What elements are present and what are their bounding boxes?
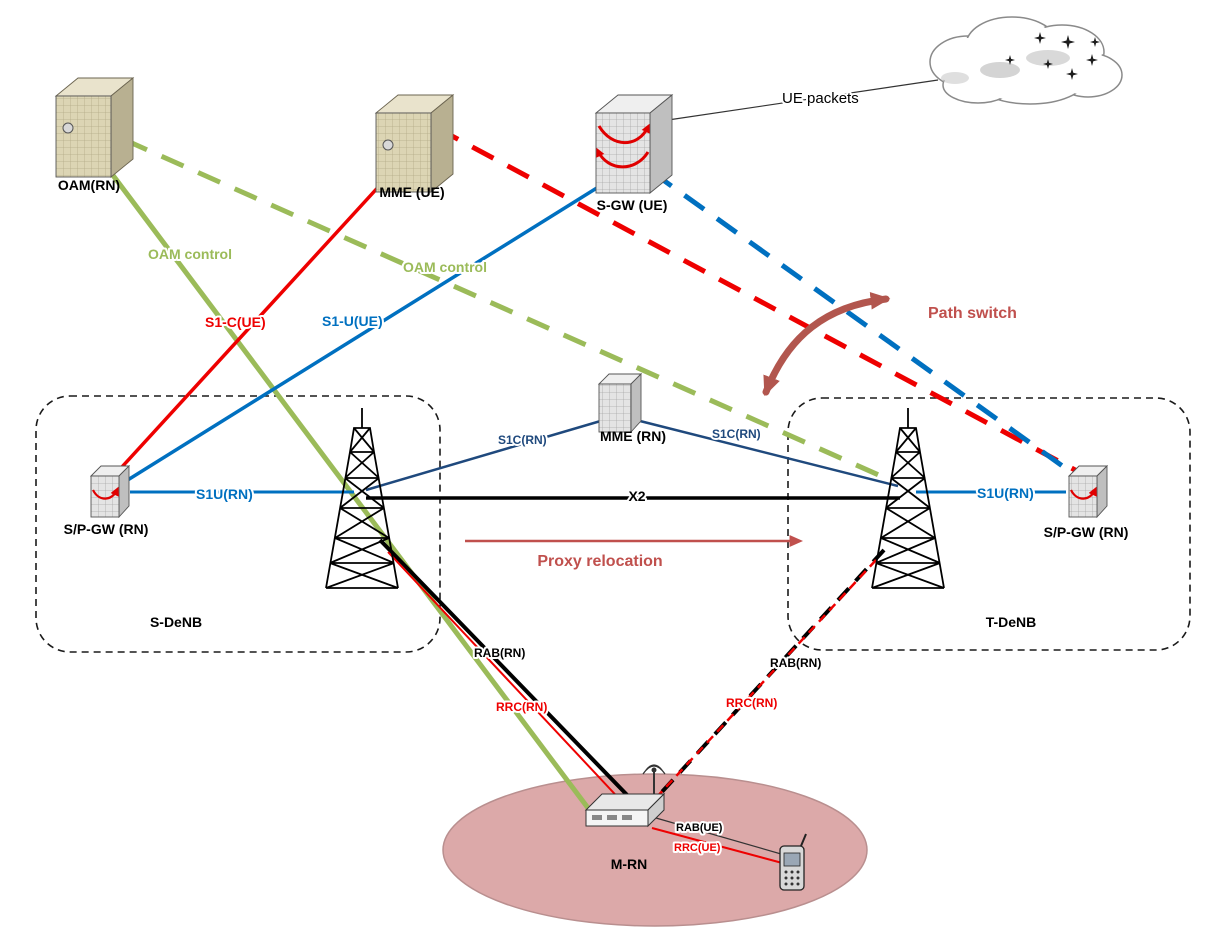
rab-rn-target-label: RAB(RN) xyxy=(770,656,821,670)
oam-control-solid-line xyxy=(98,156,599,822)
t-denb-label: T-DeNB xyxy=(986,614,1037,630)
s1c-ue-line xyxy=(108,170,394,482)
mme-rn-label: MME (RN) xyxy=(600,428,666,444)
mme-ue-label: MME (UE) xyxy=(379,184,444,200)
s1c-rn-target-line xyxy=(635,418,899,488)
s-denb-box xyxy=(35,395,441,653)
s1u-rn-target-label: S1U(RN) xyxy=(977,485,1034,501)
internet-cloud-icon xyxy=(929,16,1123,105)
rrc-rn-target-line xyxy=(653,559,877,801)
m-rn-relay-icon xyxy=(584,764,666,828)
s-denb-label: S-DeNB xyxy=(150,614,202,630)
s1u-ue-dashed-line xyxy=(650,169,1084,483)
oam-control-source-label: OAM control xyxy=(148,246,232,262)
s1c-rn-target-label: S1C(RN) xyxy=(712,427,761,441)
spgw-rn-target-label: S/P-GW (RN) xyxy=(1044,524,1129,540)
m-rn-label: M-RN xyxy=(611,856,648,872)
s1u-rn-source-label: S1U(RN) xyxy=(196,486,253,502)
spgw-rn-source-server-icon xyxy=(89,464,131,519)
rrc-rn-target-label: RRC(RN) xyxy=(726,696,777,710)
path-switch-label: Path switch xyxy=(928,305,1017,322)
oam-rn-server-icon xyxy=(54,77,135,178)
x2-label: X2 xyxy=(628,488,645,504)
rrc-ue-line xyxy=(651,827,787,865)
rab-ue-line xyxy=(655,817,789,857)
oam-rn-label: OAM(RN) xyxy=(58,177,120,193)
rrc-ue-label: RRC(UE) xyxy=(674,842,721,854)
s1c-rn-source-line xyxy=(365,418,605,492)
ue-packets-label: UE packets xyxy=(782,90,859,107)
rab-ue-label: RAB(UE) xyxy=(676,822,723,834)
sgw-cloud-link-line xyxy=(667,79,939,121)
rab-rn-source-label: RAB(RN) xyxy=(474,646,525,660)
rrc-rn-source-label: RRC(RN) xyxy=(496,700,547,714)
spgw-rn-target-server-icon xyxy=(1067,464,1109,519)
mme-rn-server-icon xyxy=(597,372,643,434)
rab-rn-source-line xyxy=(378,538,632,800)
spgw-rn-source-label: S/P-GW (RN) xyxy=(64,521,149,537)
t-denb-box xyxy=(787,397,1191,651)
rrc-rn-source-line xyxy=(387,551,627,807)
mme-ue-server-icon xyxy=(374,94,455,193)
s1c-rn-source-label: S1C(RN) xyxy=(498,433,547,447)
proxy-relocation-label: Proxy relocation xyxy=(537,553,662,570)
ue-phone-icon xyxy=(779,833,807,891)
sgw-ue-server-icon xyxy=(594,94,674,194)
oam-control-target-label: OAM control xyxy=(403,259,487,275)
path-switch-arrow xyxy=(762,292,891,397)
t-denb-tower-icon xyxy=(871,408,945,589)
s1u-ue-label: S1-U(UE) xyxy=(322,313,383,329)
sgw-ue-label: S-GW (UE) xyxy=(597,197,668,213)
s-denb-tower-icon xyxy=(325,408,399,589)
s1u-ue-line xyxy=(117,184,601,488)
s1c-ue-label: S1-C(UE) xyxy=(205,314,266,330)
oam-control-dashed-line xyxy=(123,137,892,483)
